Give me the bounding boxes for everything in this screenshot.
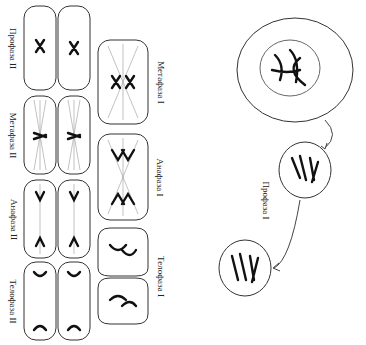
stage-label: Анафаза II: [9, 198, 18, 241]
stage-label: Анафаза I: [156, 157, 165, 197]
stage-label: Телофаза I: [155, 255, 164, 298]
stage-label: Метафаза II: [9, 111, 18, 159]
stage-label: Телофаза II: [9, 278, 18, 324]
stage-label: Профаза I: [261, 180, 270, 220]
stage-label: Профаза II: [9, 26, 18, 69]
stage-label: Метафаза I: [155, 60, 164, 105]
